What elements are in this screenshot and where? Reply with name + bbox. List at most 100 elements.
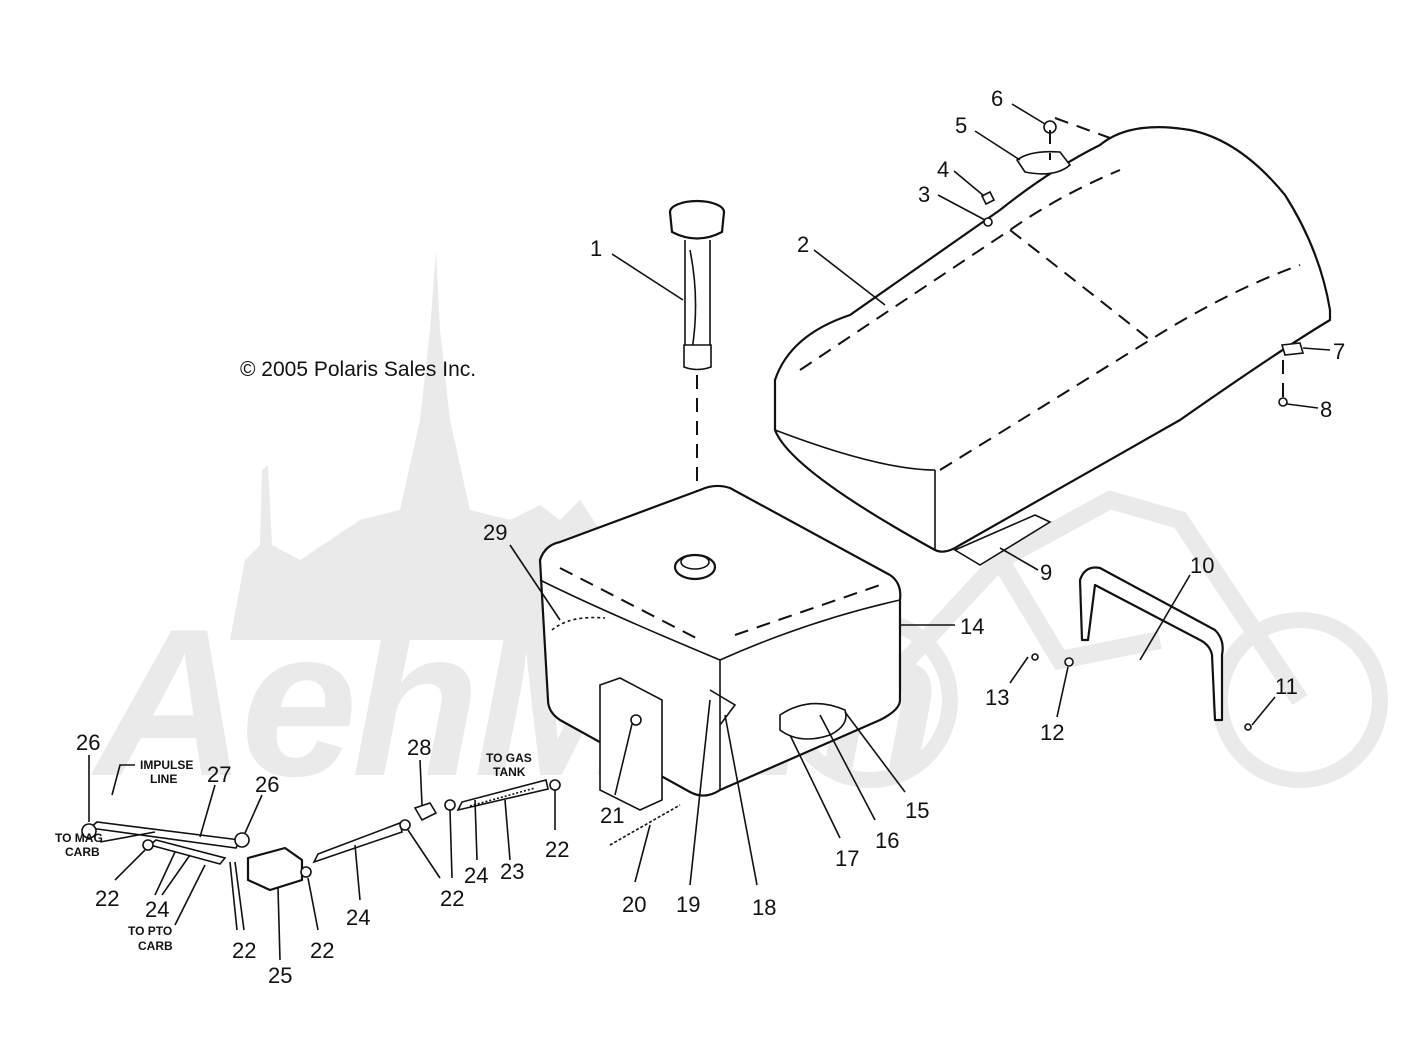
callout-to-mag-carb-1: TO MAG (55, 831, 103, 845)
part-label-28: 28 (407, 735, 431, 760)
part-label-11: 11 (1275, 674, 1298, 699)
fuel-tank-filler-ring (680, 554, 710, 570)
copyright-notice: © 2005 Polaris Sales Inc. (240, 358, 476, 381)
part-label-22-left: 22 (95, 886, 119, 911)
leader-13 (1009, 656, 1029, 684)
part-label-22-pumpline: 22 (232, 938, 256, 963)
fuel-gauge-float (683, 344, 712, 371)
fuel-gauge (668, 199, 726, 540)
leader-22-mid (407, 809, 453, 879)
callout-impulse-line-2: LINE (150, 772, 177, 786)
strap (609, 804, 681, 846)
part-label-1: 1 (590, 236, 602, 261)
part-label-3: 3 (918, 182, 930, 207)
seat-edge (774, 429, 936, 550)
leader-9 (999, 547, 1039, 571)
part-label-23: 23 (500, 859, 524, 884)
leader-impulse (111, 764, 135, 796)
part-label-14: 14 (960, 614, 984, 639)
fuel-tank-filler-neck (673, 553, 717, 581)
part-label-20: 20 (622, 892, 646, 917)
valve-28 (413, 802, 438, 822)
leader-29 (509, 544, 561, 621)
part-label-18: 18 (752, 895, 776, 920)
part-label-5: 5 (955, 113, 967, 138)
line-24-middle (312, 821, 403, 864)
leader-7 (1302, 347, 1331, 351)
part-label-6: 6 (991, 86, 1003, 111)
leader-19 (689, 699, 711, 886)
fuel-tank-pickup (779, 702, 847, 740)
bolt-11 (1244, 723, 1252, 731)
part-label-7: 7 (1333, 339, 1345, 364)
leader-15 (844, 711, 906, 793)
watermark-skyline (230, 250, 640, 640)
part-label-8: 8 (1320, 397, 1332, 422)
part-label-17: 17 (835, 846, 859, 871)
leader-26-right (244, 794, 263, 834)
part-label-10: 10 (1190, 553, 1214, 578)
fuel-tank-bracket (599, 677, 663, 811)
spring-23 (469, 787, 536, 807)
clamp-22-mid (399, 819, 411, 831)
seat-base-plate (953, 514, 1052, 566)
bolt-3 (983, 217, 993, 227)
leader-6 (1011, 103, 1046, 125)
hardware (549, 120, 1305, 791)
leader-24-middle (354, 844, 361, 901)
part-label-4: 4 (937, 157, 949, 182)
leader-28 (419, 759, 423, 806)
part-label-12: 12 (1040, 720, 1064, 745)
part-label-24-right: 24 (464, 863, 488, 888)
fuel-tank (538, 484, 902, 846)
leader-20 (634, 824, 651, 883)
callout-to-gas-tank-1: TO GAS (486, 751, 532, 765)
part-label-25: 25 (268, 963, 292, 988)
nut-12 (1064, 657, 1074, 667)
leader-27 (199, 784, 216, 838)
part-labels: 1 2 3 4 5 6 7 8 9 10 11 12 13 14 15 16 1… (76, 86, 1345, 988)
fuel-pump-25 (246, 846, 304, 892)
leader-18 (724, 714, 758, 886)
callout-impulse-line-1: IMPULSE (140, 758, 193, 772)
leader-23 (504, 799, 511, 861)
clamp-22-tank (549, 779, 561, 791)
clamp-22-pump (300, 866, 312, 878)
part-label-27: 27 (207, 762, 231, 787)
part-label-24-left: 24 (145, 897, 169, 922)
leader-3 (937, 194, 986, 221)
leader-mag-carb (99, 831, 156, 843)
part-label-9: 9 (1040, 560, 1052, 585)
nut-4 (980, 190, 996, 206)
part-label-2: 2 (797, 232, 809, 257)
leader-21 (614, 723, 633, 796)
clamp-22-left (142, 839, 154, 851)
part-label-13: 13 (985, 685, 1009, 710)
part-label-21: 21 (600, 803, 624, 828)
fitting-21 (630, 714, 642, 726)
seat-body (773, 126, 1332, 553)
leader-4 (953, 170, 985, 197)
strap-5 (1015, 150, 1072, 175)
leader-24-right (474, 799, 478, 861)
leader-16 (819, 714, 876, 821)
clamp-22-valve (444, 799, 456, 811)
part-label-22-tank: 22 (545, 837, 569, 862)
leader-pto-carb (174, 864, 206, 926)
part-label-22-pump: 22 (310, 938, 334, 963)
callout-to-pto-carb-1: TO PTO (128, 924, 172, 938)
callout-to-mag-carb-2: CARB (65, 845, 100, 859)
leader-22-pump (307, 877, 319, 931)
part-label-26-left: 26 (76, 730, 100, 755)
bolt-8 (1278, 397, 1288, 407)
leader-11 (1251, 696, 1276, 726)
leader-24-left (154, 851, 191, 896)
part-label-29: 29 (483, 520, 507, 545)
bracket-7 (1280, 342, 1305, 356)
fuel-lines (81, 779, 549, 892)
part-label-16: 16 (875, 828, 899, 853)
part-label-19: 19 (676, 892, 700, 917)
leader-8 (1286, 403, 1319, 409)
watermark-bike-frame (863, 490, 1308, 707)
